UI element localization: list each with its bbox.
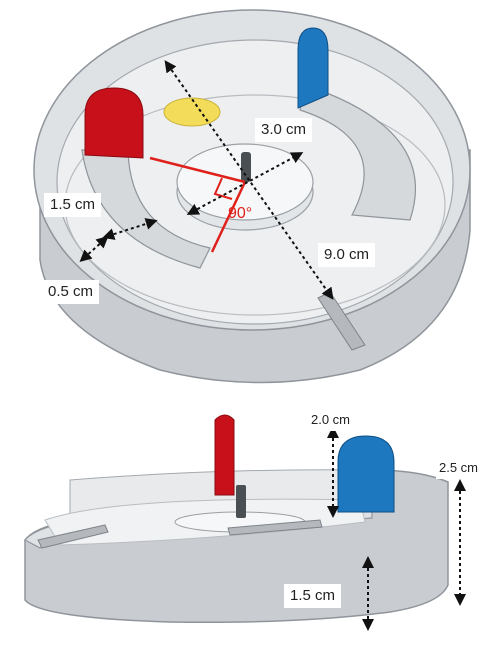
blue-marker [297,27,329,109]
dimension-arrows-side [327,426,466,631]
radius-arrow [186,152,304,215]
arm-width-arrow [102,218,158,240]
label-arm-width: 1.5 cm [44,193,102,217]
side-view-model [24,414,449,624]
side-red-marker [214,414,235,496]
red-marker [84,87,144,159]
label-gap: 0.5 cm [42,280,100,304]
label-radius: 3.0 cm [255,118,313,142]
label-total-height: 2.5 cm [436,457,482,479]
label-angle: 90° [228,205,253,222]
gap-arrow [79,235,109,263]
yellow-disc [163,97,221,127]
side-slot-bar-right [227,519,323,536]
label-diameter: 9.0 cm [318,243,376,267]
label-base-height: 1.5 cm [284,584,342,608]
dimension-arrows-top [79,60,334,300]
side-center-pin [236,485,246,518]
center-pin [241,152,251,182]
label-marker-height: 2.0 cm [308,409,354,431]
side-blue-marker [337,435,395,513]
side-slot-bar [37,524,109,549]
